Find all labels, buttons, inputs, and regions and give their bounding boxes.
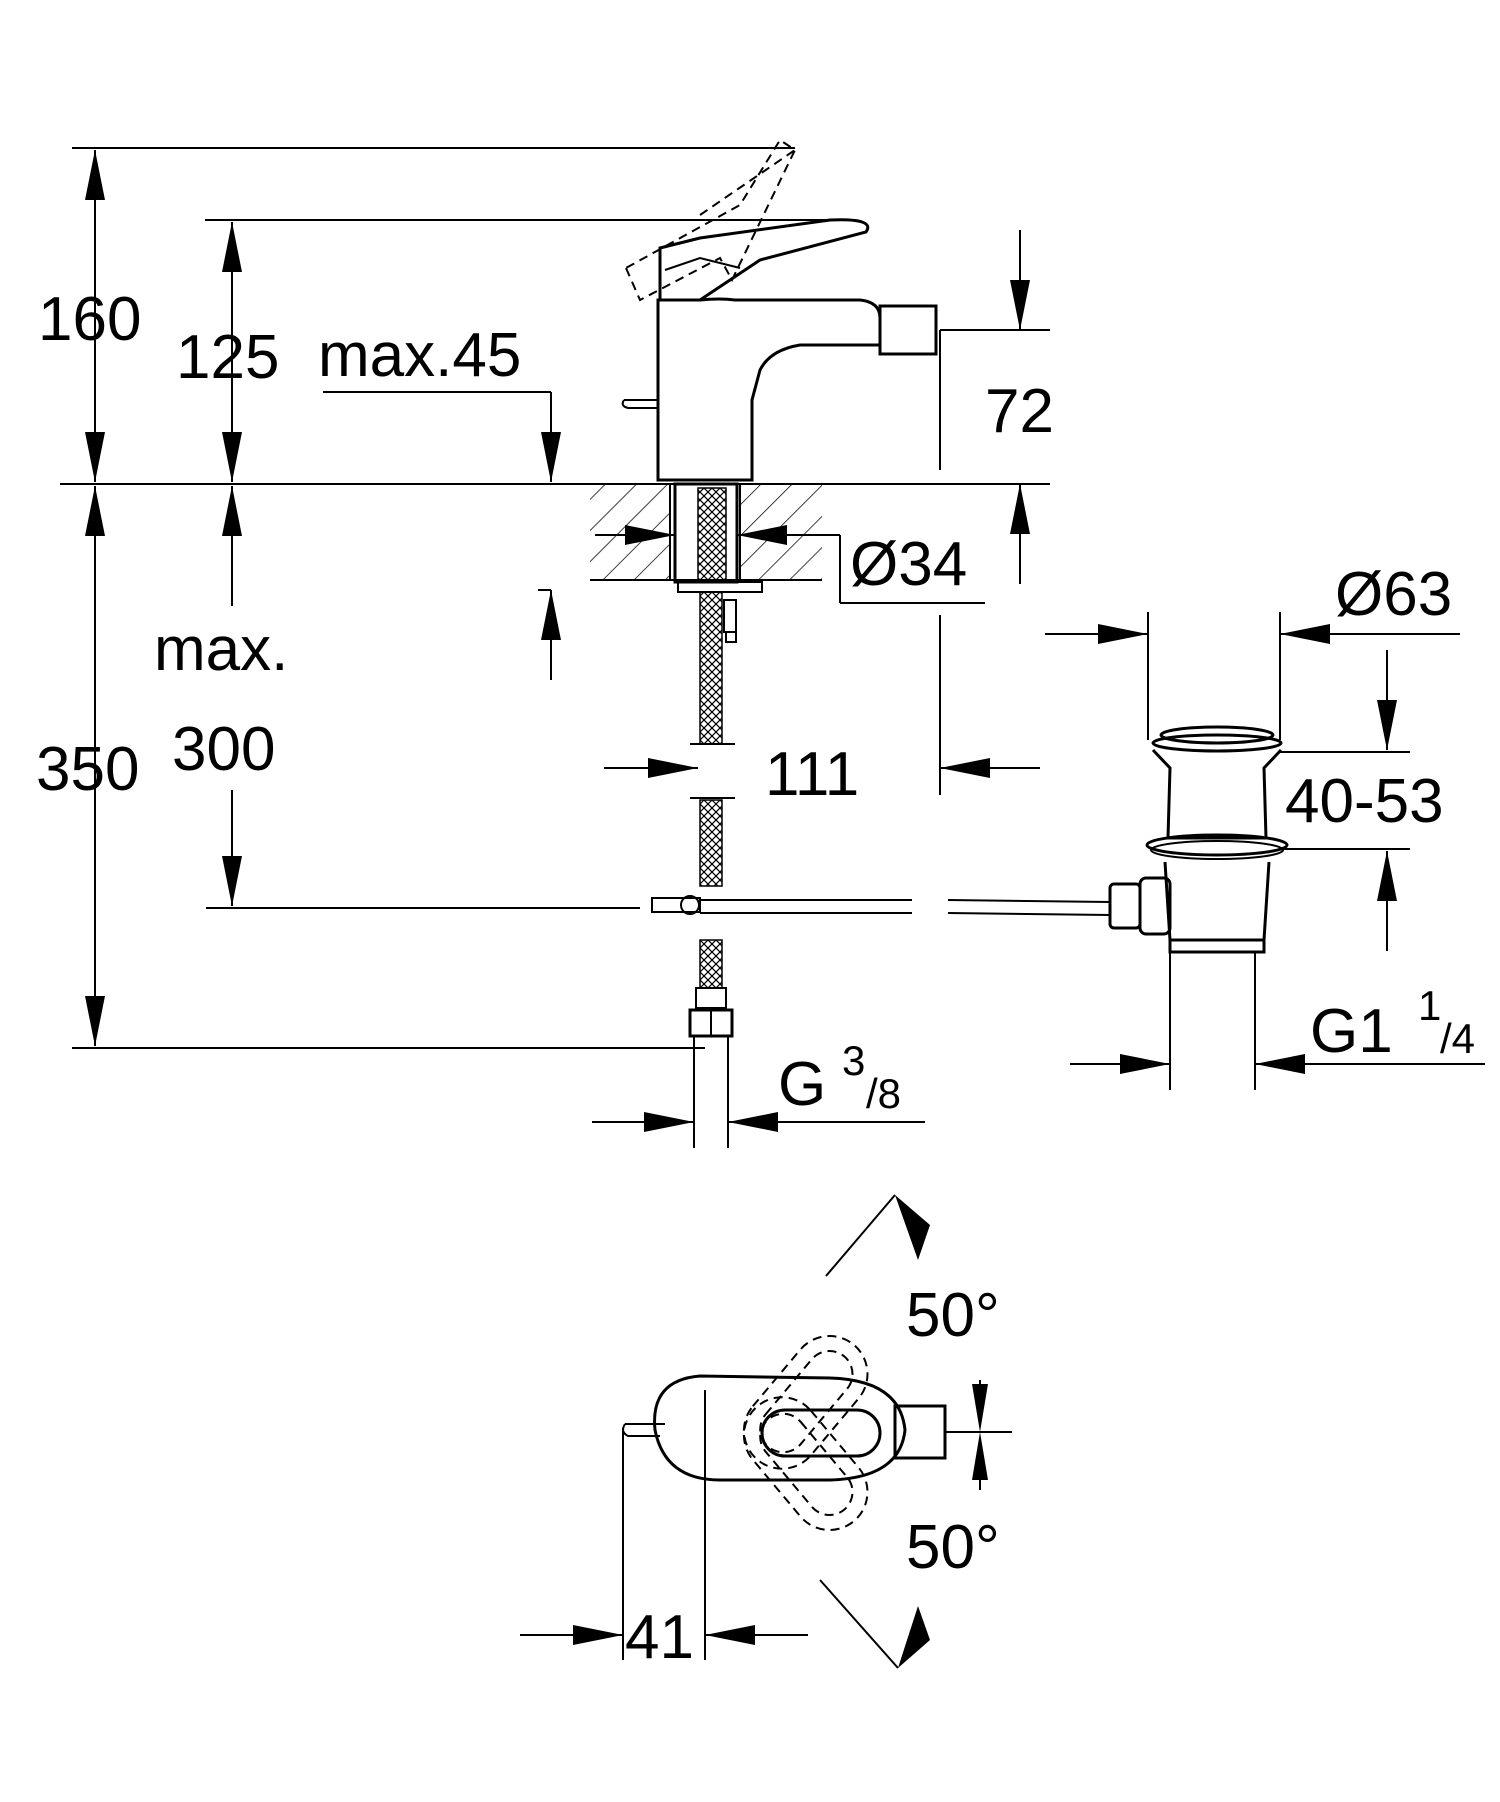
dim-g38: G 3 /8 [592,1037,925,1132]
dim-max-300: max. 300 [154,486,640,909]
label-d34: Ø34 [850,530,967,599]
angle-lower: 50° [819,1432,1000,1669]
popup-knob [621,399,658,409]
label-350: 350 [36,735,139,804]
top-view: 50° 50° 41 [520,1194,1012,1672]
top-body [653,1374,907,1482]
label-d63: Ø63 [1335,560,1452,629]
dim-41: 41 [520,1428,808,1672]
label-g1-num: 1 [1418,982,1441,1029]
label-g-den: /8 [866,1070,901,1117]
label-angle-upper: 50° [906,1281,1000,1350]
top-popup-knob [622,1423,665,1437]
label-angle-lower: 50° [906,1513,1000,1582]
dim-d63: Ø63 [1045,560,1460,740]
label-41: 41 [625,1603,694,1672]
top-lever [760,1408,882,1458]
label-300: 300 [172,715,275,784]
angle-upper: 50° [825,1194,1000,1432]
tailpiece [673,482,763,643]
dim-350: 350 [36,486,705,1049]
label-40-53: 40-53 [1285,767,1444,836]
dim-d34: Ø34 [595,525,985,604]
dim-160: 160 [38,147,795,482]
lever-rotated-right [742,1396,869,1531]
label-g1: G1 [1310,997,1393,1066]
pull-rod [651,895,1111,916]
label-max: max. [154,615,288,684]
label-g1-den: /4 [1440,1015,1475,1062]
side-view: 160 125 max.45 72 [36,138,1485,1148]
faucet-body [621,138,938,482]
label-g-num: 3 [842,1037,865,1084]
label-72: 72 [985,377,1054,446]
label-max45: max.45 [318,321,521,390]
dim-111: 111 [604,615,1040,809]
label-160: 160 [38,285,141,354]
lever-rotated-left [742,1335,869,1470]
dim-125: 125 [176,219,850,482]
label-125: 125 [176,323,279,392]
supply-hose [688,591,735,1148]
dim-max45: max.45 [318,321,561,680]
spout-outlet [878,304,938,356]
dim-g114: G1 1 /4 [1070,952,1485,1090]
label-g: G [778,1050,826,1119]
dim-40-53: 40-53 [1280,650,1444,951]
waste-fitting [1108,725,1289,954]
label-111: 111 [765,740,859,809]
dim-72: 72 [939,230,1054,584]
